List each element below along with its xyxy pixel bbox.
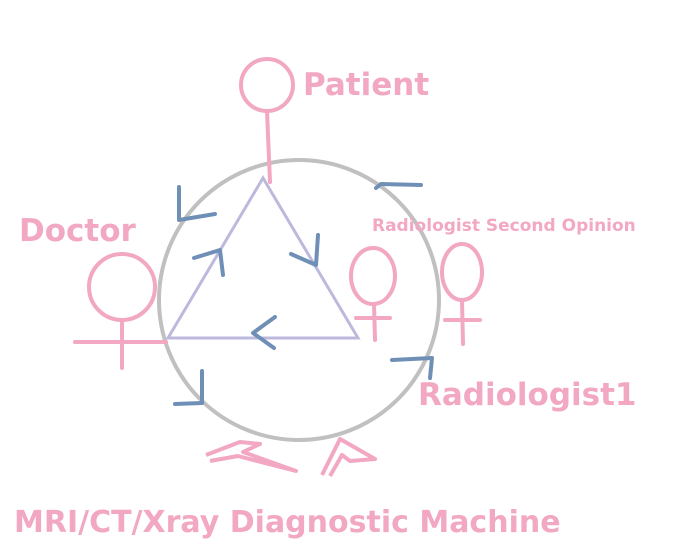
radiologist-second-opinion-figure	[440, 242, 484, 346]
doctor-label: Doctor	[19, 213, 136, 249]
triangle-arrows	[192, 233, 320, 350]
arrow-right	[390, 356, 434, 380]
arrow-base	[251, 315, 277, 350]
workflow-circle	[157, 158, 441, 442]
arrow-left-side	[192, 248, 225, 277]
radiologist1-figure	[349, 246, 397, 342]
arrow-bottom-left	[173, 369, 204, 406]
radiologist1-label: Radiologist1	[418, 377, 637, 413]
doctor-figure	[73, 252, 168, 370]
machine-icon	[205, 437, 377, 477]
radiologist-second-opinion-label: Radiologist Second Opinion	[372, 216, 636, 236]
flow-arrows	[173, 182, 434, 406]
arrow-top-left	[177, 185, 217, 222]
patient-figure	[239, 57, 295, 184]
machine-label: MRI/CT/Xray Diagnostic Machine	[14, 505, 561, 540]
patient-label: Patient	[303, 67, 430, 103]
arrow-right-side	[289, 233, 320, 267]
arrow-top-right	[374, 182, 423, 190]
